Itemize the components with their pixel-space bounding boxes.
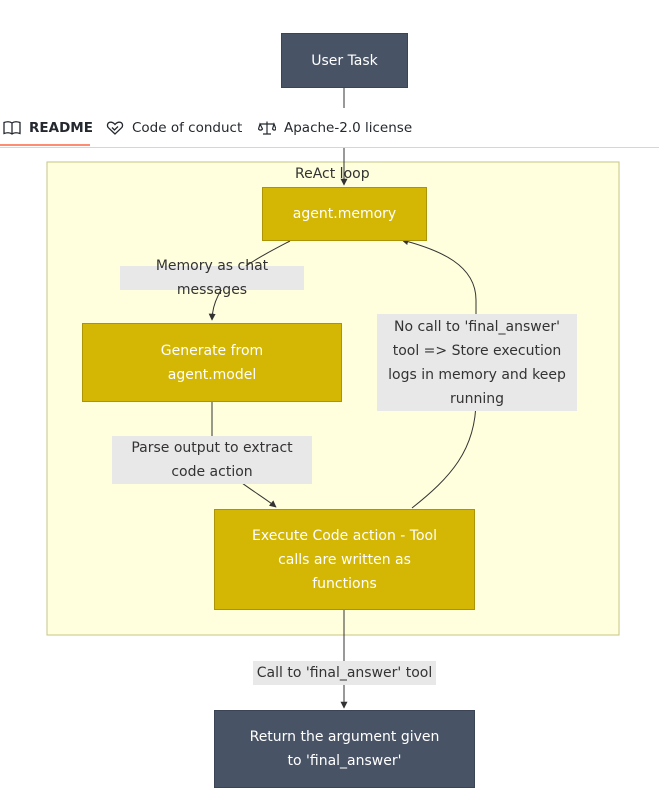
edge-label-memory-as-chat-text: Memory as chat messages xyxy=(155,258,269,298)
generate-label-line-2: agent.model xyxy=(167,366,257,383)
edge-label-parse-output: Parse output to extract code action xyxy=(112,436,312,484)
tab-code-of-conduct[interactable]: Code of conduct xyxy=(106,108,242,147)
tab-license-label: Apache-2.0 license xyxy=(284,119,413,136)
edge-label-no-final-answer-line-2: tool => Store execution xyxy=(392,342,562,359)
return-argument-node: Return the argument given to 'final_answ… xyxy=(214,710,475,788)
agent-memory-node: agent.memory xyxy=(262,187,427,241)
heart-handshake-icon xyxy=(106,120,124,136)
edge-label-no-final-answer-line-1: No call to 'final_answer' xyxy=(394,318,560,335)
repo-tab-bar: README Code of conduct Apache-2.0 licens… xyxy=(0,108,659,148)
edge-label-no-final-answer-line-4: running xyxy=(449,390,505,407)
user-task-node: User Task xyxy=(281,33,408,88)
user-task-label: User Task xyxy=(311,52,378,69)
edge-label-parse-output-line-1: Parse output to extract xyxy=(131,440,293,456)
tab-code-of-conduct-label: Code of conduct xyxy=(132,119,243,136)
execute-label-line-1: Execute Code action - Tool xyxy=(252,527,437,544)
edge-label-no-final-answer-line-3: logs in memory and keep xyxy=(388,366,566,383)
return-label-line-1: Return the argument given xyxy=(249,729,440,745)
edge-label-final-answer-call: Call to 'final_answer' tool xyxy=(253,661,436,685)
edge-label-memory-as-chat: Memory as chat messages xyxy=(120,258,304,298)
tab-license[interactable]: Apache-2.0 license xyxy=(257,108,413,147)
execute-code-node: Execute Code action - Tool calls are wri… xyxy=(214,509,475,610)
generate-label-line-1: Generate from xyxy=(160,342,264,359)
react-loop-title: ReAct loop xyxy=(295,166,370,182)
edge-label-final-answer-call-text: Call to 'final_answer' tool xyxy=(256,665,433,681)
active-tab-underline xyxy=(0,144,90,146)
tab-readme[interactable]: README xyxy=(3,108,93,147)
agent-memory-label: agent.memory xyxy=(292,206,397,222)
return-label-line-2: to 'final_answer' xyxy=(287,753,402,769)
execute-label-line-2: calls are written as xyxy=(278,551,411,568)
generate-node: Generate from agent.model xyxy=(82,323,342,402)
edge-label-parse-output-line-2: code action xyxy=(171,464,253,480)
scale-icon xyxy=(257,120,277,136)
edge-label-no-final-answer: No call to 'final_answer' tool => Store … xyxy=(377,314,577,411)
book-icon xyxy=(3,120,21,136)
tab-readme-label: README xyxy=(29,119,93,136)
execute-label-line-3: functions xyxy=(312,575,377,592)
